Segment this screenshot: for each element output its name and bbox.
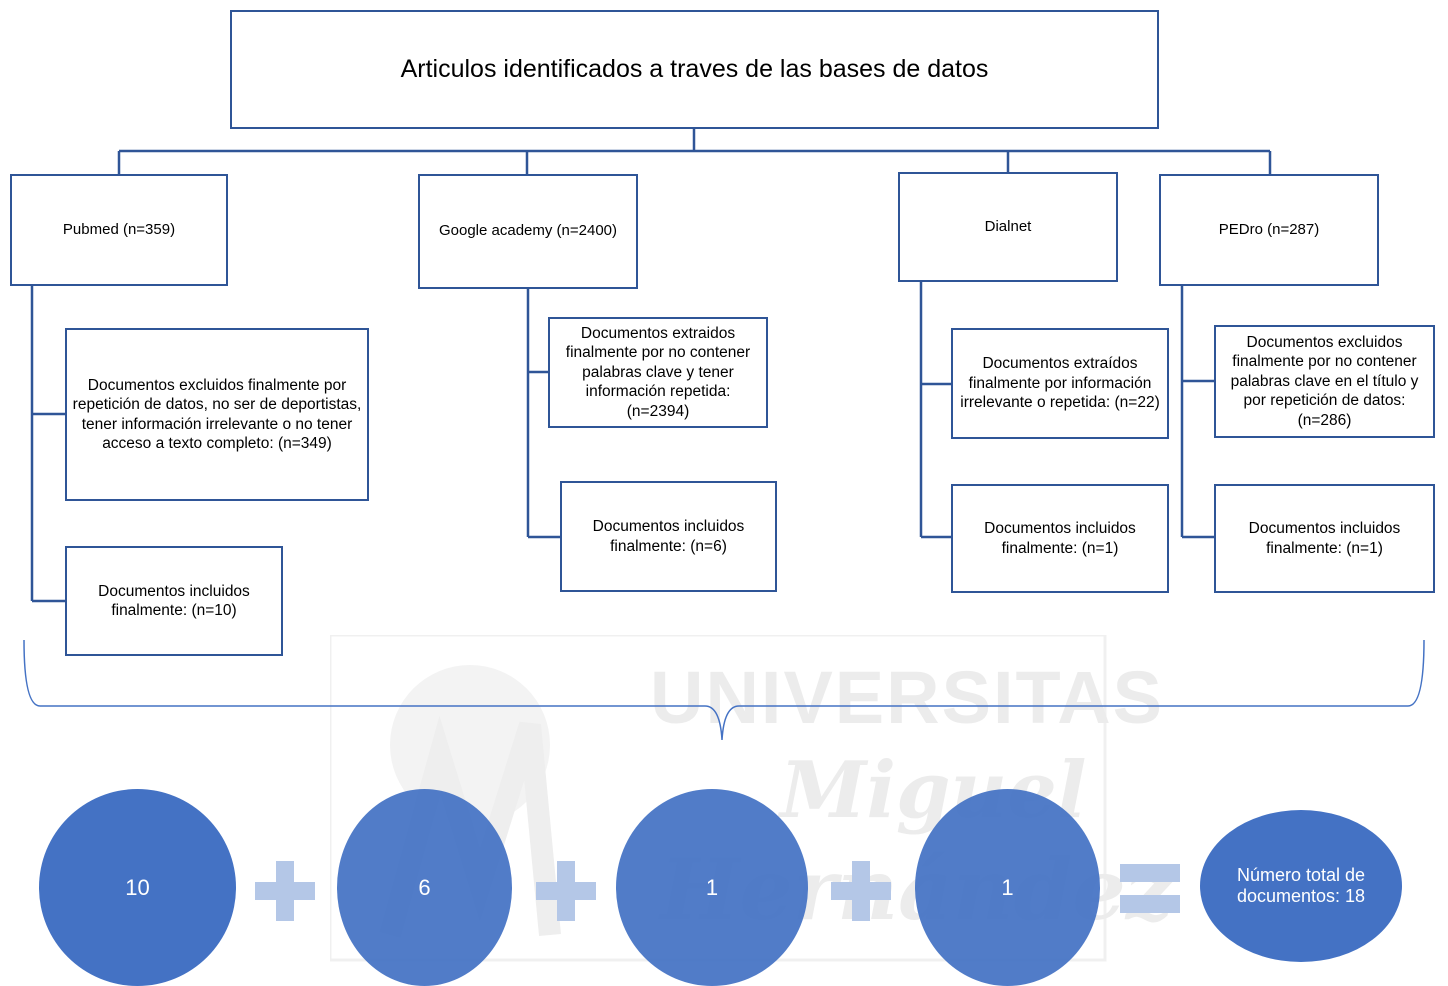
count-circle-dialnet: 1	[616, 789, 808, 986]
included-text: Documentos incluidos finalmente: (n=1)	[1248, 520, 1401, 557]
excluded-text: Documentos excluidos finalmente por repe…	[72, 376, 362, 452]
title-text: Articulos identificados a traves de las …	[400, 54, 989, 83]
database-box-pubmed: Pubmed (n=359)	[10, 174, 228, 286]
included-box-pubmed: Documentos incluidos finalmente: (n=10)	[65, 546, 283, 656]
database-box-pedro: PEDro (n=287)	[1159, 174, 1379, 286]
included-text: Documentos incluidos finalmente: (n=6)	[592, 518, 745, 555]
count-value: 1	[1001, 874, 1014, 900]
database-box-google-academy: Google academy (n=2400)	[418, 174, 638, 289]
excluded-box-dialnet: Documentos extraídos finalmente por info…	[951, 328, 1169, 439]
equals-icon	[1120, 864, 1180, 913]
excluded-box-pedro: Documentos excluidos finalmente por no c…	[1214, 325, 1435, 438]
included-box-pedro: Documentos incluidos finalmente: (n=1)	[1214, 484, 1435, 593]
database-label: Google academy (n=2400)	[438, 222, 618, 240]
count-circle-pubmed: 10	[39, 789, 236, 986]
total-text: Número total de documentos: 18	[1236, 865, 1366, 906]
database-label: Dialnet	[984, 218, 1032, 235]
plus-icon-1	[255, 861, 315, 921]
database-box-dialnet: Dialnet	[898, 172, 1118, 282]
excluded-text: Documentos extraidos finalmente por no c…	[565, 325, 751, 420]
plus-icon-2	[536, 861, 596, 921]
excluded-box-google-academy: Documentos extraidos finalmente por no c…	[548, 317, 768, 428]
plus-icon-3	[831, 861, 891, 921]
included-box-google-academy: Documentos incluidos finalmente: (n=6)	[560, 481, 777, 592]
operators	[255, 861, 1180, 921]
summary-brace	[23, 639, 1425, 741]
included-text: Documentos incluidos finalmente: (n=1)	[984, 520, 1136, 557]
database-label: Pubmed (n=359)	[62, 220, 176, 238]
count-value: 6	[418, 874, 431, 900]
excluded-text: Documentos excluidos finalmente por no c…	[1230, 334, 1419, 429]
included-text: Documentos incluidos finalmente: (n=10)	[98, 582, 250, 619]
included-box-dialnet: Documentos incluidos finalmente: (n=1)	[951, 484, 1169, 593]
count-value: 10	[125, 874, 150, 900]
count-circle-google-academy: 6	[337, 789, 512, 986]
count-value: 1	[705, 874, 719, 900]
title-box: Articulos identificados a traves de las …	[230, 10, 1159, 129]
total-circle: Número total de documentos: 18	[1200, 810, 1402, 962]
excluded-box-pubmed: Documentos excluidos finalmente por repe…	[65, 328, 369, 501]
excluded-text: Documentos extraídos finalmente por info…	[960, 355, 1160, 412]
count-circle-pedro: 1	[915, 789, 1100, 986]
tree-connectors	[30, 129, 1272, 603]
database-label: PEDro (n=287)	[1218, 220, 1320, 238]
